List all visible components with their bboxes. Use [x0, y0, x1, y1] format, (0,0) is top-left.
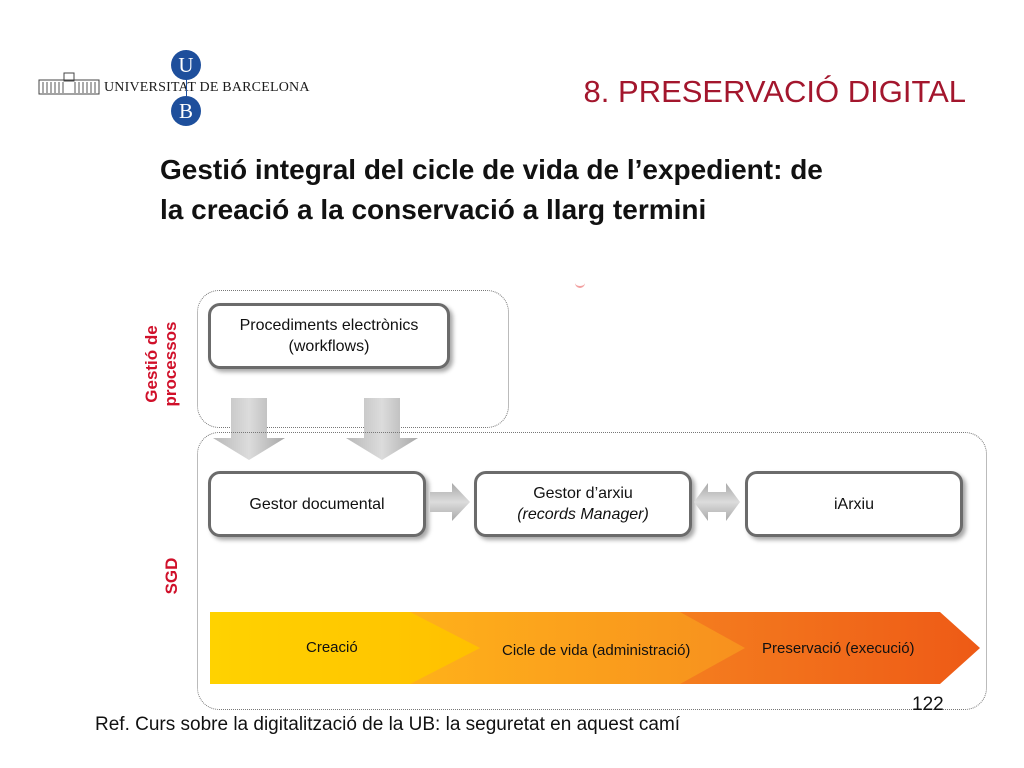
- down-arrow-icon: [346, 398, 418, 460]
- gestor-arxiu-line-2: (records Manager): [517, 506, 649, 523]
- gestor-arxiu-box: Gestor d’arxiu (records Manager): [474, 471, 692, 537]
- logo-letter-b: B: [171, 96, 201, 126]
- sgd-group-label: SGD: [162, 557, 181, 595]
- slide-title: 8. PRESERVACIÓ DIGITAL: [583, 74, 966, 109]
- process-group-label: Gestió de processos: [142, 321, 180, 407]
- right-arrow-icon: [430, 483, 470, 521]
- logo-vertical-line: [186, 50, 187, 122]
- logo-letter-u: U: [171, 50, 201, 80]
- lifecycle-band: [210, 612, 980, 684]
- phase-preservacio-shape: [640, 612, 980, 684]
- building-logo-icon: [38, 72, 100, 95]
- phase-cicle-label: Cicle de vida (administració): [502, 642, 691, 659]
- iarxiu-box: iArxiu: [745, 471, 963, 537]
- workflows-box-line-2: (workflows): [288, 338, 370, 355]
- subtitle-line-1: Gestió integral del cicle de vida de l’e…: [160, 154, 823, 185]
- phase-preservacio-label: Preservació (execució): [762, 640, 915, 657]
- workflows-box-line-1: Procediments electrònics: [239, 317, 419, 334]
- reference-text: Ref. Curs sobre la digitalització de la …: [95, 714, 681, 735]
- sgd-group-container: [197, 432, 987, 710]
- phase-creacio-label: Creació: [306, 639, 358, 656]
- process-group-container: [197, 290, 509, 428]
- gestor-arxiu-line-1: Gestor d’arxiu: [533, 485, 633, 502]
- decorative-mark: [575, 282, 585, 288]
- slide-subtitle: Gestió integral del cicle de vida de l’e…: [160, 150, 980, 230]
- workflows-box: Procediments electrònics (workflows): [208, 303, 450, 369]
- page-number: 122: [912, 694, 944, 715]
- subtitle-line-2: la creació a la conservació a llarg term…: [160, 194, 707, 225]
- gestor-documental-box: Gestor documental: [208, 471, 426, 537]
- institution-name: UNIVERSITAT DE BARCELONA: [104, 80, 310, 95]
- phase-cicle-shape: [400, 612, 745, 684]
- phase-creacio-shape: [210, 612, 480, 684]
- down-arrow-icon: [213, 398, 285, 460]
- double-arrow-icon: [694, 483, 740, 521]
